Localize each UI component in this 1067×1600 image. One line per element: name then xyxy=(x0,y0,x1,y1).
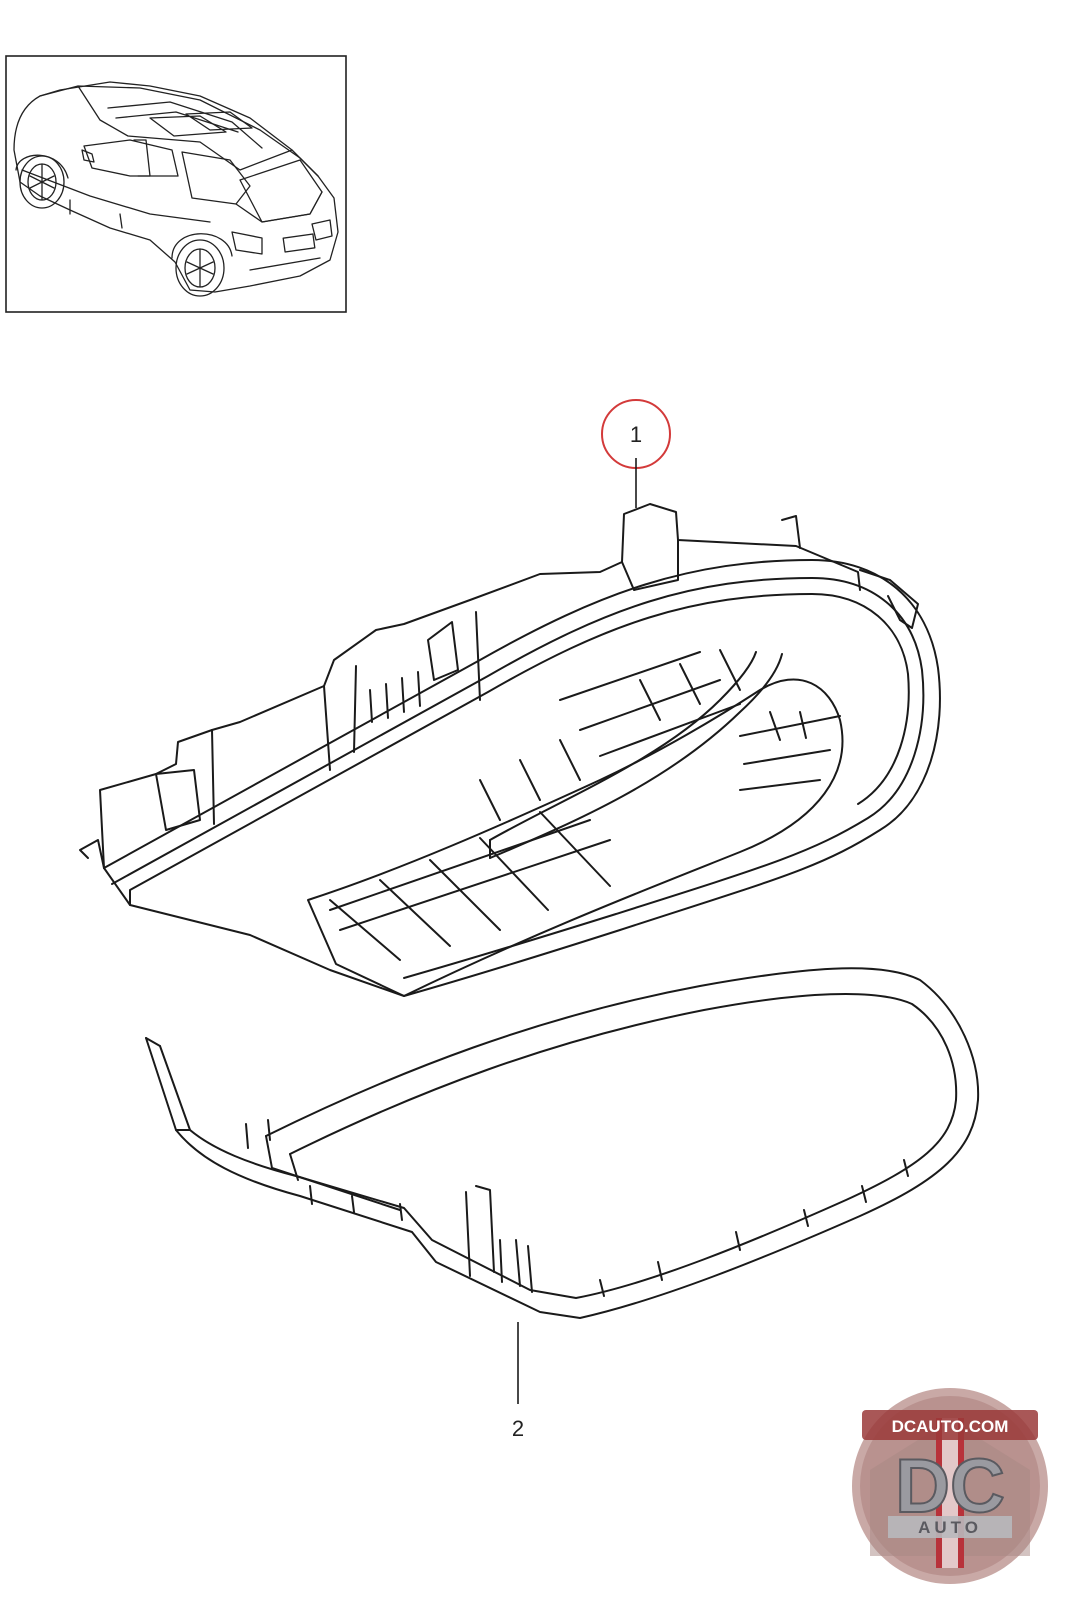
logo-letters: DC xyxy=(895,1444,1005,1529)
dcauto-logo: DCAUTO.COM DC AUTO xyxy=(852,1388,1048,1584)
trim-frame-part xyxy=(145,967,980,1319)
callout-1[interactable]: 1 xyxy=(601,399,671,508)
vehicle-thumbnail xyxy=(5,55,347,313)
callout-2-label[interactable]: 2 xyxy=(512,1416,524,1441)
lamp-housing-part xyxy=(79,503,941,997)
logo-domain-text: DCAUTO.COM xyxy=(892,1417,1009,1436)
callout-2[interactable]: 2 xyxy=(512,1322,524,1441)
logo-sub-text: AUTO xyxy=(918,1518,982,1537)
suv-illustration-icon xyxy=(13,81,339,297)
callout-1-label[interactable]: 1 xyxy=(630,422,642,447)
